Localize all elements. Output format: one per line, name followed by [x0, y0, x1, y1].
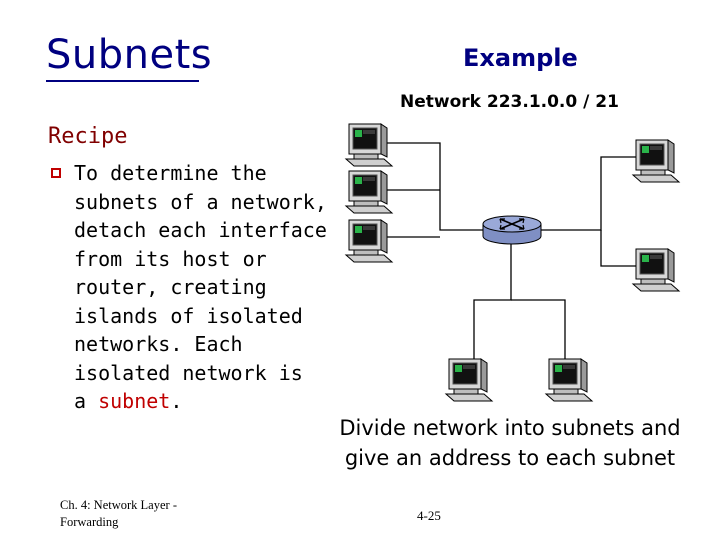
recipe-line: detach each interface	[74, 218, 327, 242]
slide-title: Subnets	[46, 32, 213, 78]
link-line	[600, 230, 641, 267]
recipe-line: To determine the	[74, 161, 267, 185]
recipe-last-suffix: .	[170, 389, 183, 413]
footer-line: Forwarding	[60, 515, 119, 529]
link-line	[541, 156, 641, 231]
recipe-last-prefix: a	[74, 389, 99, 413]
example-heading: Example	[463, 44, 578, 72]
host-icon-7	[545, 358, 593, 402]
network-label: Network 223.1.0.0 / 21	[400, 92, 619, 112]
host-icon-2	[345, 170, 393, 214]
link-line	[473, 244, 512, 375]
recipe-text: To determine the subnets of a network, d…	[74, 159, 327, 416]
link-line	[383, 142, 483, 231]
recipe-line: from its host or	[74, 246, 267, 271]
subnet-keyword: subnet	[98, 389, 171, 413]
link-line	[511, 299, 566, 375]
footer-line: Ch. 4: Network Layer -	[60, 498, 177, 512]
recipe-line: subnets of a network,	[74, 189, 327, 214]
network-links	[383, 142, 641, 375]
router-icon	[482, 215, 542, 245]
square-bullet-icon	[51, 168, 61, 178]
host-icon-3	[345, 219, 393, 263]
footer-chapter: Ch. 4: Network Layer - Forwarding	[60, 497, 177, 531]
recipe-line: islands of isolated	[74, 303, 303, 328]
recipe-line: isolated network is	[74, 360, 303, 385]
host-icon-1	[345, 123, 393, 167]
host-icon-5	[632, 248, 680, 292]
title-underline	[46, 80, 199, 82]
caption-line: Divide network into subnets and	[339, 416, 681, 440]
recipe-last-line: a subnet.	[74, 387, 327, 416]
recipe-heading: Recipe	[48, 124, 128, 149]
host-icon-4	[632, 139, 680, 183]
recipe-line: router, creating	[74, 275, 267, 299]
host-icon-6	[445, 358, 493, 402]
recipe-line: networks. Each	[74, 332, 243, 356]
caption-line: give an address to each subnet	[344, 446, 676, 470]
page-number: 4-25	[417, 508, 441, 523]
caption: Divide network into subnets and give an …	[320, 413, 700, 473]
